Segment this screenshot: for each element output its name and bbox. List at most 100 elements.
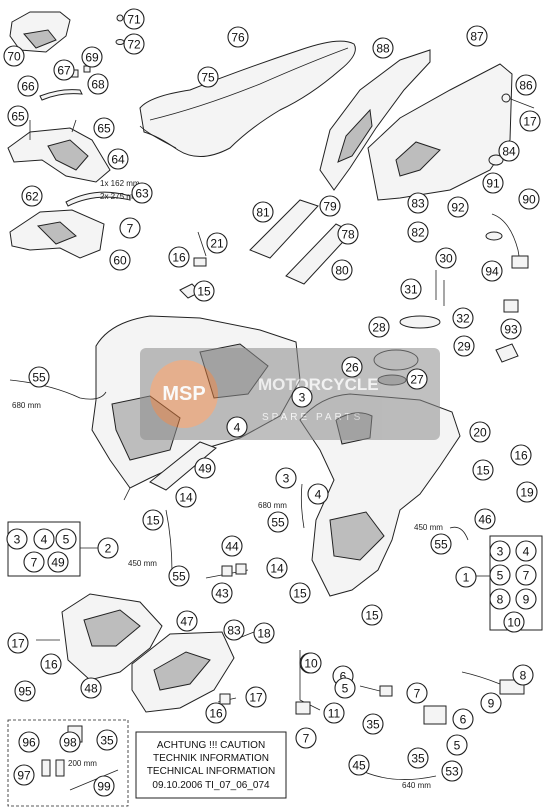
callout-11: 11 (323, 702, 345, 724)
part-78-side-cover-right (367, 63, 513, 201)
part-49-strip (149, 441, 217, 491)
callout-number: 15 (293, 587, 307, 601)
callout-number: 15 (476, 464, 490, 478)
callout-number: 27 (410, 373, 424, 387)
watermark-subtitle: SPARE PARTS (262, 412, 363, 423)
watermark: MSP MOTORCYCLE SPARE PARTS (140, 348, 440, 440)
callout-63: 63 (131, 182, 153, 204)
callout-55: 55 (267, 511, 289, 533)
callout-15: 15 (193, 280, 215, 302)
callout-71: 71 (123, 8, 145, 30)
callout-number: 7 (523, 569, 530, 583)
callout-35: 35 (407, 747, 429, 769)
callout-90: 90 (518, 188, 540, 210)
callout-86: 86 (515, 74, 537, 96)
part-47-panel (131, 631, 235, 713)
callout-number: 60 (113, 254, 127, 268)
callout-number: 65 (97, 122, 111, 136)
callout-32: 32 (452, 307, 474, 329)
callout-number: 4 (234, 421, 241, 435)
callout-number: 9 (488, 697, 495, 711)
callout-number: 15 (146, 514, 160, 528)
callout-number: 3 (497, 545, 504, 559)
callout-number: 83 (227, 624, 241, 638)
note-line-2: TECHNIK INFORMATION (153, 753, 269, 764)
callout-number: 31 (404, 283, 418, 297)
callout-3: 3 (6, 528, 28, 550)
callout-14: 14 (266, 557, 288, 579)
callout-number: 83 (411, 197, 425, 211)
callout-29: 29 (453, 335, 475, 357)
callout-number: 65 (11, 110, 25, 124)
callout-4: 4 (33, 528, 55, 550)
callout-84: 84 (498, 140, 520, 162)
callout-4: 4 (515, 540, 537, 562)
callout-82: 82 (407, 221, 429, 243)
callout-number: 55 (32, 371, 46, 385)
callout-number: 48 (84, 682, 98, 696)
callout-number: 5 (63, 533, 70, 547)
dim-hose-center: 680 mm (258, 501, 287, 510)
callout-number: 44 (225, 540, 239, 554)
callout-number: 72 (127, 38, 141, 52)
callout-91: 91 (482, 172, 504, 194)
callout-number: 98 (63, 736, 77, 750)
callout-number: 43 (215, 587, 229, 601)
callout-1: 1 (455, 566, 477, 588)
callout-number: 94 (485, 265, 499, 279)
callout-number: 99 (97, 780, 111, 794)
callout-7: 7 (119, 217, 141, 239)
callout-7: 7 (515, 564, 537, 586)
callout-number: 30 (439, 252, 453, 266)
callout-53: 53 (441, 760, 463, 782)
dim-hose-bottom: 640 mm (402, 781, 431, 790)
callout-number: 11 (328, 707, 341, 721)
part-90-cable (485, 213, 529, 269)
callout-47: 47 (176, 610, 198, 632)
callout-55: 55 (28, 366, 50, 388)
callout-number: 81 (256, 206, 270, 220)
part-63-strips (65, 191, 131, 207)
callout-43: 43 (211, 582, 233, 604)
callout-number: 80 (335, 264, 349, 278)
callout-number: 9 (523, 593, 530, 607)
callout-number: 10 (507, 616, 521, 630)
part-93-clip (495, 299, 519, 363)
callout-9: 9 (480, 692, 502, 714)
callout-number: 5 (497, 569, 504, 583)
dim-hose-right: 450 mm (414, 523, 443, 532)
callout-number: 18 (257, 627, 271, 641)
callout-10: 10 (503, 611, 525, 633)
callout-number: 45 (352, 759, 366, 773)
callout-3: 3 (489, 540, 511, 562)
callout-number: 20 (473, 426, 487, 440)
callout-17: 17 (7, 632, 29, 654)
callout-15: 15 (142, 509, 164, 531)
callout-72: 72 (123, 33, 145, 55)
callout-78: 78 (337, 223, 359, 245)
callout-number: 35 (100, 734, 114, 748)
dim-hose-left: 680 mm (12, 401, 41, 410)
callout-79: 79 (319, 195, 341, 217)
callout-17: 17 (245, 686, 267, 708)
callout-30: 30 (435, 247, 457, 269)
callout-94: 94 (481, 260, 503, 282)
part-64-mask (7, 119, 111, 183)
callout-number: 4 (523, 545, 530, 559)
callout-number: 69 (85, 51, 99, 65)
callout-number: 63 (135, 187, 149, 201)
callout-number: 3 (14, 533, 21, 547)
technical-note: ACHTUNG !!! CAUTION TECHNIK INFORMATION … (135, 731, 287, 799)
callout-97: 97 (13, 764, 35, 786)
callout-17: 17 (519, 110, 541, 132)
callout-number: 82 (411, 226, 425, 240)
callout-number: 55 (434, 538, 448, 552)
callout-number: 47 (180, 615, 194, 629)
part-53-hose (355, 705, 447, 780)
callout-number: 35 (366, 718, 380, 732)
callout-28: 28 (368, 316, 390, 338)
callout-64: 64 (107, 148, 129, 170)
part-66-strip (39, 89, 83, 101)
note-line-3: TECHNICAL INFORMATION (147, 766, 275, 777)
